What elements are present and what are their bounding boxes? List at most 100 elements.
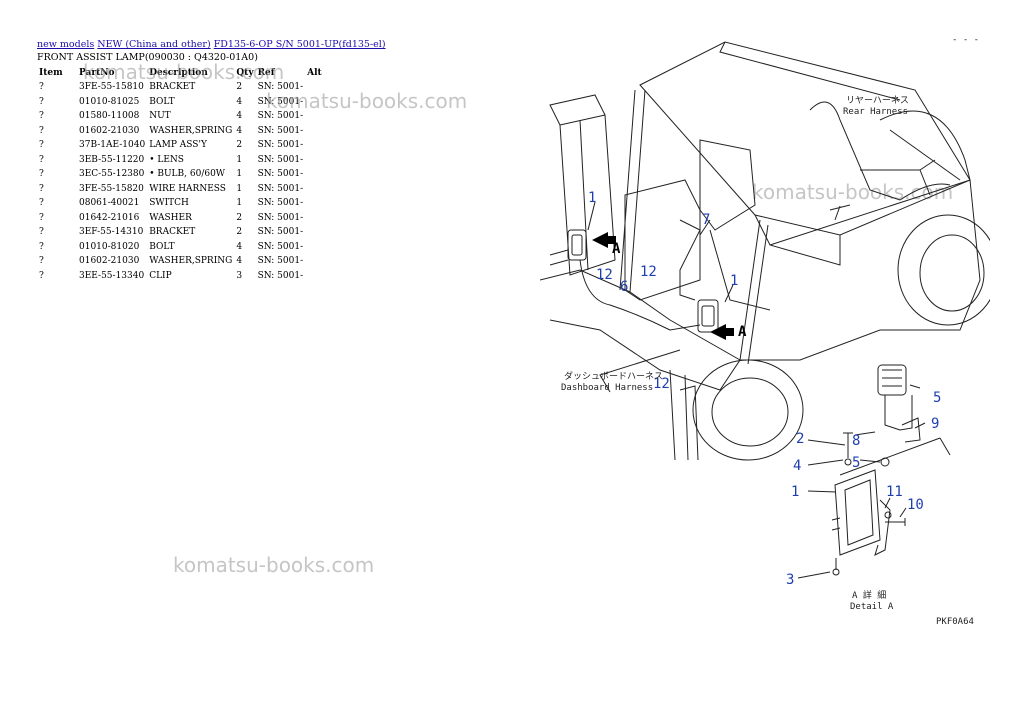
cell-description: WASHER bbox=[149, 212, 192, 223]
watermark-4: komatsu-books.com bbox=[173, 553, 375, 577]
table-row: ? 01642-21016 WASHER 2 SN: 5001- bbox=[37, 211, 329, 226]
cell-ref: SN: 5001- bbox=[257, 96, 304, 107]
callout-6: 6 bbox=[620, 279, 628, 295]
cell-alt bbox=[305, 211, 329, 226]
cell-alt bbox=[305, 240, 329, 255]
cell-partno: 3EC-55-12380 bbox=[79, 169, 145, 180]
dashboard-harness-label-en: Dashboard Harness bbox=[561, 383, 653, 393]
table-row: ? 01010-81020 BOLT 4 SN: 5001- bbox=[37, 240, 329, 255]
breadcrumb-link-new-models[interactable]: new models bbox=[37, 39, 95, 50]
cell-item: ? bbox=[39, 241, 44, 252]
cell-ref: SN: 5001- bbox=[257, 256, 304, 267]
column-header-ref: Ref bbox=[257, 68, 275, 78]
cell-ref: SN: 5001- bbox=[257, 140, 304, 151]
callout-12-left: 12 bbox=[596, 267, 613, 283]
cell-description: NUT bbox=[149, 111, 171, 122]
cell-description: BOLT bbox=[149, 96, 175, 107]
callout-5-washer: 5 bbox=[852, 455, 860, 471]
cell-alt bbox=[305, 153, 329, 168]
cell-description: • BULB, 60/60W bbox=[149, 169, 226, 180]
cell-alt bbox=[305, 80, 329, 95]
callout-1-right: 1 bbox=[730, 273, 738, 289]
cell-qty: 1 bbox=[236, 169, 243, 180]
cell-partno: 01010-81020 bbox=[79, 241, 140, 252]
callout-2: 2 bbox=[796, 431, 804, 447]
cell-qty: 3 bbox=[236, 270, 243, 281]
cell-alt bbox=[305, 109, 329, 124]
detail-label-en: Detail A bbox=[850, 602, 894, 612]
cell-item: ? bbox=[39, 125, 44, 136]
cell-qty: 1 bbox=[236, 198, 243, 209]
cell-alt bbox=[305, 196, 329, 211]
cell-ref: SN: 5001- bbox=[257, 227, 304, 238]
cell-description: CLIP bbox=[149, 270, 172, 281]
cell-alt bbox=[305, 269, 329, 284]
cell-description: BRACKET bbox=[149, 82, 196, 93]
cell-partno: 01010-81025 bbox=[79, 96, 140, 107]
rear-harness-label-jp: リヤーハーネス bbox=[846, 95, 909, 106]
cell-item: ? bbox=[39, 154, 44, 165]
cell-partno: 01602-21030 bbox=[79, 125, 140, 136]
cell-alt bbox=[305, 182, 329, 197]
cell-item: ? bbox=[39, 82, 44, 93]
cell-item: ? bbox=[39, 169, 44, 180]
detail-label-jp: A 詳 細 bbox=[852, 589, 886, 601]
drawing-code: PKF0A64 bbox=[936, 617, 974, 627]
cell-ref: SN: 5001- bbox=[257, 125, 304, 136]
cell-alt bbox=[305, 167, 329, 182]
callout-5-lamp: 5 bbox=[933, 390, 941, 406]
cell-alt bbox=[305, 254, 329, 269]
cell-qty: 2 bbox=[236, 212, 243, 223]
cell-partno: 01642-21016 bbox=[79, 212, 140, 223]
callout-7: 7 bbox=[702, 212, 710, 228]
column-header-item: Item bbox=[39, 68, 63, 78]
callout-8: 8 bbox=[852, 433, 860, 449]
cell-qty: 2 bbox=[236, 140, 243, 151]
cell-alt bbox=[305, 225, 329, 240]
cell-item: ? bbox=[39, 227, 44, 238]
cell-partno: 3EE-55-13340 bbox=[79, 270, 145, 281]
breadcrumb-link-region[interactable]: NEW (China and other) bbox=[97, 39, 211, 50]
callout-12-low: 12 bbox=[653, 376, 670, 392]
cell-qty: 4 bbox=[236, 241, 243, 252]
cell-partno: 3FE-55-15820 bbox=[79, 183, 144, 194]
column-header-description: Description bbox=[149, 68, 208, 78]
callout-3: 3 bbox=[786, 572, 794, 588]
cell-alt bbox=[305, 138, 329, 153]
cell-ref: SN: 5001- bbox=[257, 111, 304, 122]
cell-item: ? bbox=[39, 256, 44, 267]
cell-qty: 4 bbox=[236, 96, 243, 107]
cell-ref: SN: 5001- bbox=[257, 198, 304, 209]
breadcrumb-link-model[interactable]: FD135-6-OP S/N 5001-UP(fd135-el) bbox=[213, 39, 386, 50]
cell-description: WIRE HARNESS bbox=[149, 183, 226, 194]
cell-qty: 1 bbox=[236, 183, 243, 194]
cell-qty: 4 bbox=[236, 125, 243, 136]
cell-qty: 2 bbox=[236, 227, 243, 238]
cell-description: WASHER,SPRING bbox=[149, 125, 233, 136]
cell-ref: SN: 5001- bbox=[257, 82, 304, 93]
callout-9: 9 bbox=[931, 416, 939, 432]
callout-12-mid: 12 bbox=[640, 264, 657, 280]
cell-description: WASHER,SPRING bbox=[149, 256, 233, 267]
rear-harness-label-en: Rear Harness bbox=[843, 107, 908, 117]
cell-ref: SN: 5001- bbox=[257, 241, 304, 252]
cell-item: ? bbox=[39, 212, 44, 223]
breadcrumb: new models NEW (China and other) FD135-6… bbox=[37, 39, 386, 50]
cell-ref: SN: 5001- bbox=[257, 212, 304, 223]
dashboard-harness-label-jp: ダッシュボードハーネス bbox=[564, 370, 663, 382]
cell-partno: 01602-21030 bbox=[79, 256, 140, 267]
corner-mark: - - - bbox=[952, 35, 979, 45]
cell-description: BOLT bbox=[149, 241, 175, 252]
cell-qty: 4 bbox=[236, 256, 243, 267]
column-header-partno: PartNo bbox=[79, 68, 115, 78]
cell-qty: 4 bbox=[236, 111, 243, 122]
column-header-qty: Qty bbox=[236, 68, 254, 78]
